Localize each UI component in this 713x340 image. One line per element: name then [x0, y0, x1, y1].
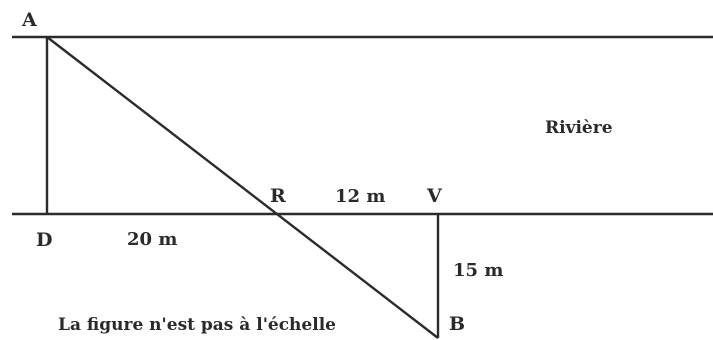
river-label: Rivière — [545, 118, 613, 138]
point-label-R: R — [270, 185, 286, 207]
point-label-A: A — [21, 9, 37, 31]
point-label-B: B — [449, 313, 465, 335]
measure-VB: 15 m — [453, 260, 503, 281]
not-to-scale-note: La figure n'est pas à l'échelle — [58, 315, 336, 335]
segment-AB — [46, 36, 439, 339]
measure-RV: 12 m — [335, 186, 385, 207]
measure-DR: 20 m — [127, 229, 177, 250]
point-label-V: V — [426, 185, 443, 207]
point-label-D: D — [36, 229, 52, 251]
